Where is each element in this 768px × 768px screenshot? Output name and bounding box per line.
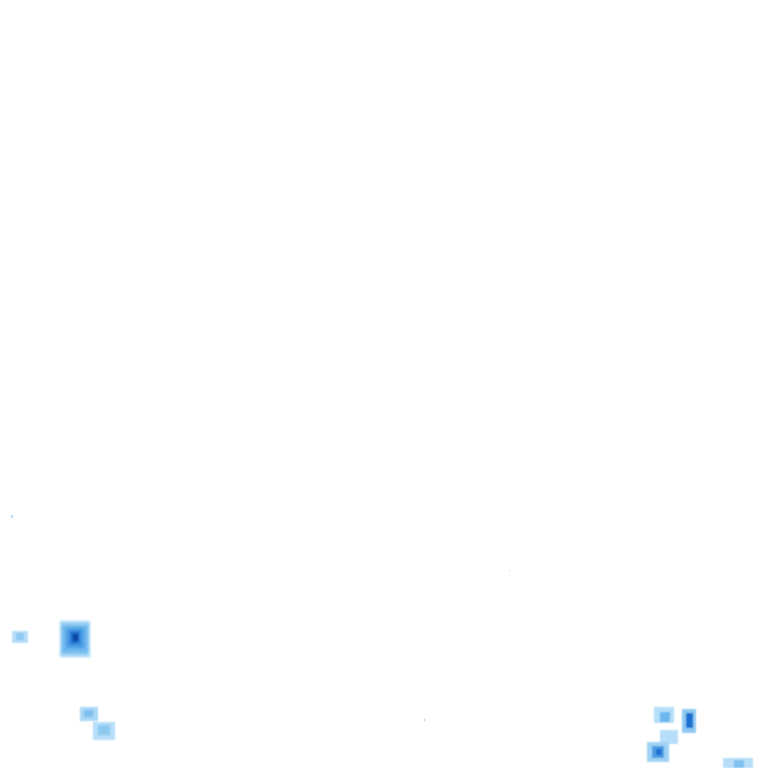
radar-echo-cell-lower-left — [80, 707, 115, 740]
radar-echo-cell-left — [60, 621, 90, 657]
radar-echo-cell-far-left — [12, 631, 28, 643]
radar-echo-speck — [509, 570, 510, 571]
radar-echo-speck — [11, 515, 13, 518]
radar-echo-cell-lower-right — [647, 707, 753, 768]
radar-echo-speck — [424, 719, 425, 721]
